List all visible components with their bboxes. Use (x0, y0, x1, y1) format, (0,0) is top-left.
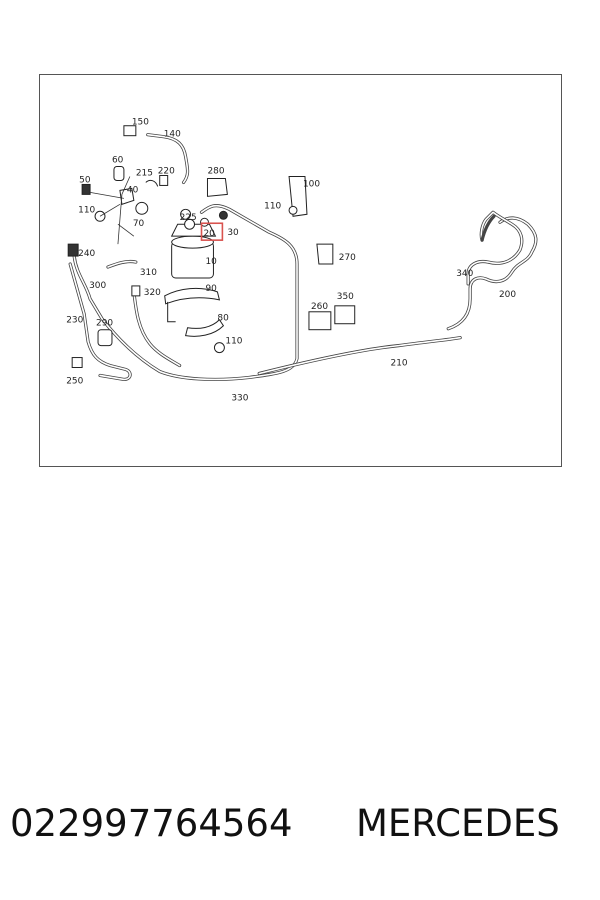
label-60: 60 (112, 156, 124, 166)
clip-220 (159, 174, 169, 186)
holder-350 (334, 305, 356, 325)
sensor-60 (113, 166, 125, 181)
label-80: 80 (217, 314, 229, 324)
bolt-110b (288, 205, 298, 215)
filter-head (170, 223, 217, 237)
small-parts (67, 125, 356, 369)
label-310: 310 (140, 268, 157, 278)
label-50: 50 (79, 175, 91, 185)
clip-240 (67, 243, 79, 257)
label-220: 220 (158, 166, 175, 176)
bolt-110c (213, 342, 225, 354)
label-210: 210 (391, 359, 408, 369)
clip-320 (131, 285, 141, 297)
label-110-a: 110 (78, 205, 95, 215)
bracket-80 (184, 318, 225, 337)
label-100: 100 (303, 179, 320, 189)
label-215: 215 (136, 168, 153, 178)
brand-name: MERCEDES (356, 802, 560, 845)
footer-caption: 022997764564 MERCEDES (0, 802, 600, 862)
label-10: 10 (205, 257, 217, 267)
label-225: 225 (180, 213, 197, 223)
clamp-290 (97, 329, 113, 347)
clip-50 (81, 183, 91, 195)
label-290: 290 (96, 319, 113, 329)
label-320: 320 (144, 288, 161, 298)
bracket-270 (316, 243, 334, 265)
label-350: 350 (337, 292, 354, 302)
fuel-filter-housing (170, 208, 228, 279)
label-250: 250 (66, 376, 83, 386)
label-90: 90 (205, 284, 217, 294)
label-150: 150 (132, 118, 149, 128)
highlight-box (200, 222, 224, 241)
label-330: 330 (231, 393, 248, 403)
label-30: 30 (227, 228, 239, 238)
label-140: 140 (164, 130, 181, 140)
part-225 (180, 208, 192, 220)
label-270: 270 (339, 253, 356, 263)
fuel-lines (68, 133, 538, 382)
hose-215 (145, 179, 159, 187)
label-20: 20 (203, 229, 215, 239)
parts-diagram: 150 140 60 215 220 280 100 50 40 110 70 … (39, 74, 562, 467)
bracket-280 (206, 177, 228, 197)
part-labels: 150 140 60 215 220 280 100 50 40 110 70 … (66, 118, 516, 404)
holder-260 (308, 311, 332, 331)
leader-lines (90, 176, 135, 245)
label-40: 40 (127, 185, 139, 195)
label-70: 70 (133, 219, 145, 229)
part-number: 022997764564 (10, 802, 293, 845)
label-260: 260 (311, 302, 328, 312)
fitting-150 (123, 125, 137, 137)
part-30 (218, 210, 228, 220)
label-230: 230 (66, 316, 83, 326)
grommet-250 (71, 357, 83, 369)
label-110-b: 110 (264, 201, 281, 211)
label-280: 280 (207, 166, 224, 176)
label-300: 300 (89, 281, 106, 291)
grommet-70 (135, 201, 149, 215)
label-200: 200 (499, 290, 516, 300)
label-340: 340 (456, 269, 473, 279)
fuel-filter-diagram: 150 140 60 215 220 280 100 50 40 110 70 … (66, 118, 538, 404)
bracket-90 (164, 287, 225, 337)
label-240: 240 (78, 249, 95, 259)
line-340 (466, 210, 524, 286)
label-110-c: 110 (225, 337, 242, 347)
